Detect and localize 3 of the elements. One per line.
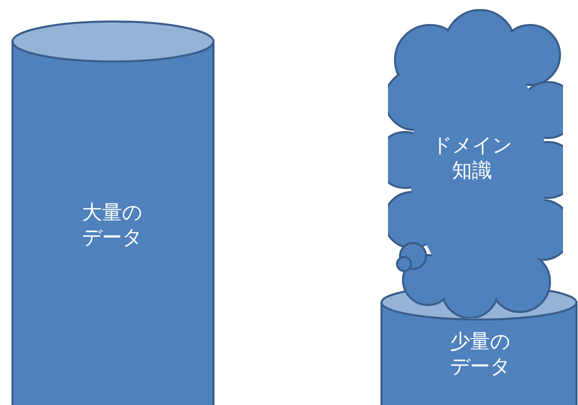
- node-label: 少量のデータ: [450, 329, 510, 379]
- node-label: ドメイン知識: [432, 133, 512, 183]
- node-label: 大量のデータ: [82, 200, 142, 250]
